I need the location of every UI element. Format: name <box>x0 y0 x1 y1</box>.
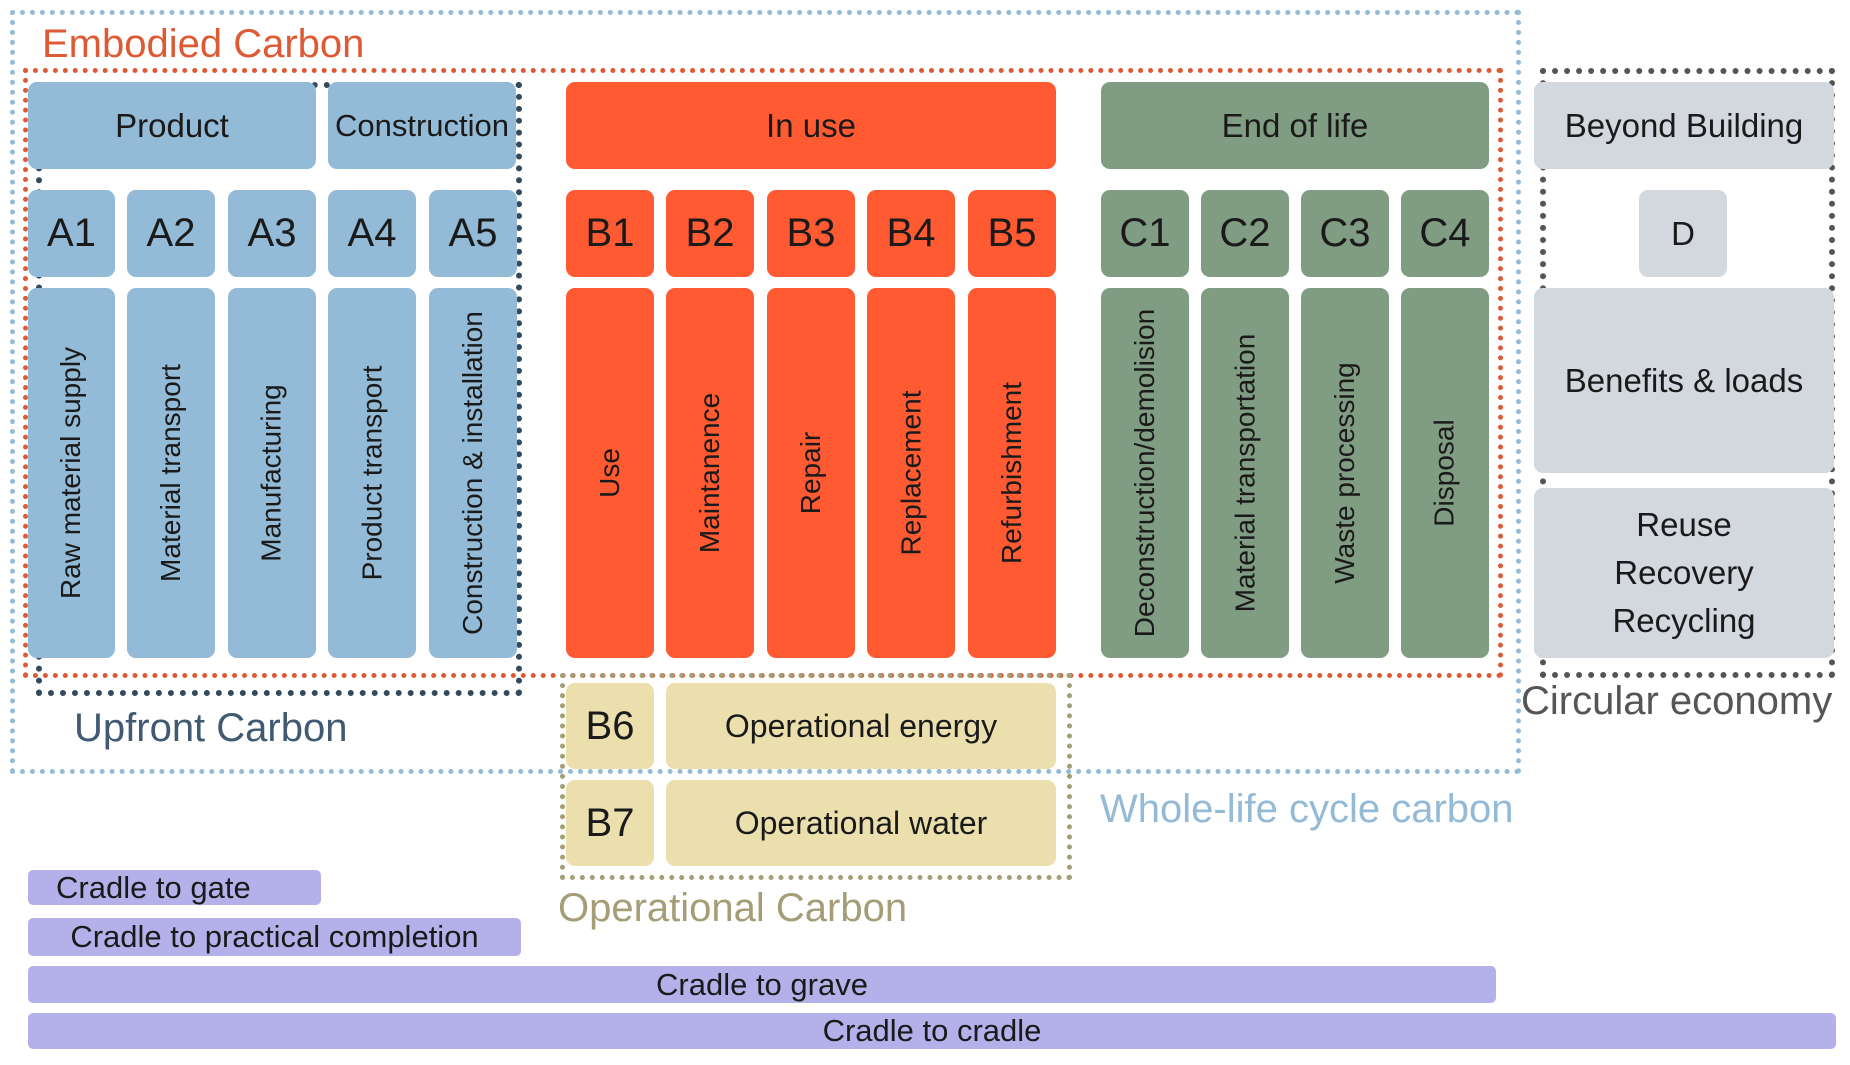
scope-label: Cradle to gate <box>56 869 251 905</box>
module-code-b6: B6 <box>566 683 654 769</box>
module-label: Disposal <box>1429 419 1461 527</box>
operational-water-box: Operational water <box>666 780 1056 866</box>
module-card-b4: Replacement <box>867 288 955 658</box>
scope-bar-cradle-to-gate: Cradle to gate <box>28 870 321 905</box>
module-code-b1: B1 <box>566 190 654 277</box>
module-card-c4: Disposal <box>1401 288 1489 658</box>
module-code-text: D <box>1671 214 1695 252</box>
module-code-text: C2 <box>1219 211 1271 255</box>
module-card-b5: Refurbishment <box>968 288 1056 658</box>
module-label: Product transport <box>356 365 387 581</box>
operational-carbon-frame <box>560 673 1072 880</box>
module-label: Raw material supply <box>55 346 87 600</box>
operational-carbon-label: Operational Carbon <box>558 886 908 930</box>
module-code-a1: A1 <box>28 190 115 277</box>
module-code-a2: A2 <box>127 190 215 277</box>
module-code-text: B7 <box>585 800 635 845</box>
module-label: Refurbishment <box>996 381 1027 565</box>
module-code-c3: C3 <box>1301 190 1389 277</box>
module-card-a3: Manufacturing <box>228 288 316 658</box>
module-code-text: A2 <box>146 211 196 255</box>
scope-label: Cradle to practical completion <box>70 919 479 954</box>
module-card-a2: Material transport <box>127 288 215 658</box>
module-code-text: B1 <box>585 211 635 255</box>
whole-life-frame <box>10 10 1521 774</box>
embodied-carbon-label: Embodied Carbon <box>42 22 365 66</box>
beyond-building-label: Beyond Building <box>1564 106 1804 144</box>
module-code-text: A5 <box>448 211 498 255</box>
module-label: Use <box>593 448 625 498</box>
module-code-text: B3 <box>786 211 836 255</box>
module-code-a4: A4 <box>328 190 416 277</box>
module-code-d: D <box>1639 190 1727 277</box>
module-code-b5: B5 <box>968 190 1056 277</box>
module-code-a5: A5 <box>429 190 517 277</box>
module-code-text: B6 <box>585 703 635 748</box>
module-card-c2: Material transportation <box>1201 288 1289 658</box>
module-code-text: B4 <box>886 211 936 255</box>
reuse-recovery-recycling-box: Reuse Recovery Recycling <box>1534 488 1834 658</box>
module-code-b4: B4 <box>867 190 955 277</box>
module-card-b1: Use <box>566 288 654 658</box>
in-use-stage-header: In use <box>566 82 1056 169</box>
module-code-c1: C1 <box>1101 190 1189 277</box>
module-card-a4: Product transport <box>328 288 416 658</box>
recovery-label: Recovery <box>1614 554 1754 591</box>
module-label: Manufacturing <box>256 384 287 562</box>
module-label: Repair <box>794 431 826 515</box>
benefits-loads-box: Benefits & loads <box>1534 288 1834 473</box>
module-code-text: A1 <box>47 211 96 255</box>
module-code-text: A3 <box>247 211 297 255</box>
product-stage-header: Product <box>28 82 316 169</box>
benefits-loads-label: Benefits & loads <box>1564 361 1804 399</box>
scope-bar-cradle-to-grave: Cradle to grave <box>28 966 1496 1003</box>
circular-economy-label: Circular economy <box>1521 679 1833 723</box>
upfront-carbon-label: Upfront Carbon <box>74 706 348 750</box>
scope-bar-cradle-to-practical-completion: Cradle to practical completion <box>28 918 521 956</box>
module-code-b7: B7 <box>566 780 654 866</box>
scope-label: Cradle to grave <box>656 966 868 1002</box>
reuse-recovery-recycling-list: Reuse Recovery Recycling <box>1612 501 1755 645</box>
module-card-c1: Deconstruction/demolision <box>1101 288 1189 658</box>
module-card-c3: Waste processing <box>1301 288 1389 658</box>
whole-life-carbon-label: Whole-life cycle carbon <box>1100 787 1514 831</box>
module-code-text: C3 <box>1319 211 1371 255</box>
beyond-building-header: Beyond Building <box>1534 82 1834 169</box>
module-code-b2: B2 <box>666 190 754 277</box>
module-code-text: B2 <box>685 211 735 255</box>
in-use-stage-label: In use <box>766 106 856 144</box>
scope-label: Cradle to cradle <box>822 1013 1042 1048</box>
recycling-label: Recycling <box>1612 602 1756 639</box>
module-code-b3: B3 <box>767 190 855 277</box>
module-code-a3: A3 <box>228 190 316 277</box>
scope-bar-cradle-to-cradle: Cradle to cradle <box>28 1013 1836 1049</box>
module-code-c2: C2 <box>1201 190 1289 277</box>
operational-energy-box: Operational energy <box>666 683 1056 769</box>
module-card-b2: Maintanence <box>666 288 754 658</box>
module-label: Replacement <box>895 390 927 556</box>
operational-energy-label: Operational energy <box>724 707 998 744</box>
module-label: Maintanence <box>694 392 725 554</box>
module-code-text: A4 <box>347 211 397 255</box>
module-label: Construction & installation <box>457 311 489 635</box>
module-label: Waste processing <box>1329 362 1360 584</box>
module-code-c4: C4 <box>1401 190 1489 277</box>
reuse-label: Reuse <box>1636 506 1732 543</box>
module-label: Material transportation <box>1229 333 1261 613</box>
product-stage-label: Product <box>115 106 229 144</box>
module-code-text: C4 <box>1419 211 1471 255</box>
operational-water-label: Operational water <box>734 804 988 841</box>
end-of-life-stage-label: End of life <box>1221 106 1369 144</box>
construction-stage-header: Construction <box>328 82 516 169</box>
module-card-b3: Repair <box>767 288 855 658</box>
module-label: Material transport <box>155 364 186 582</box>
module-label: Deconstruction/demolision <box>1129 308 1161 638</box>
module-code-text: C1 <box>1119 211 1171 255</box>
end-of-life-stage-header: End of life <box>1101 82 1489 169</box>
module-code-text: B5 <box>987 211 1037 255</box>
module-card-a1: Raw material supply <box>28 288 115 658</box>
module-card-a5: Construction & installation <box>429 288 517 658</box>
construction-stage-label: Construction <box>334 107 510 143</box>
